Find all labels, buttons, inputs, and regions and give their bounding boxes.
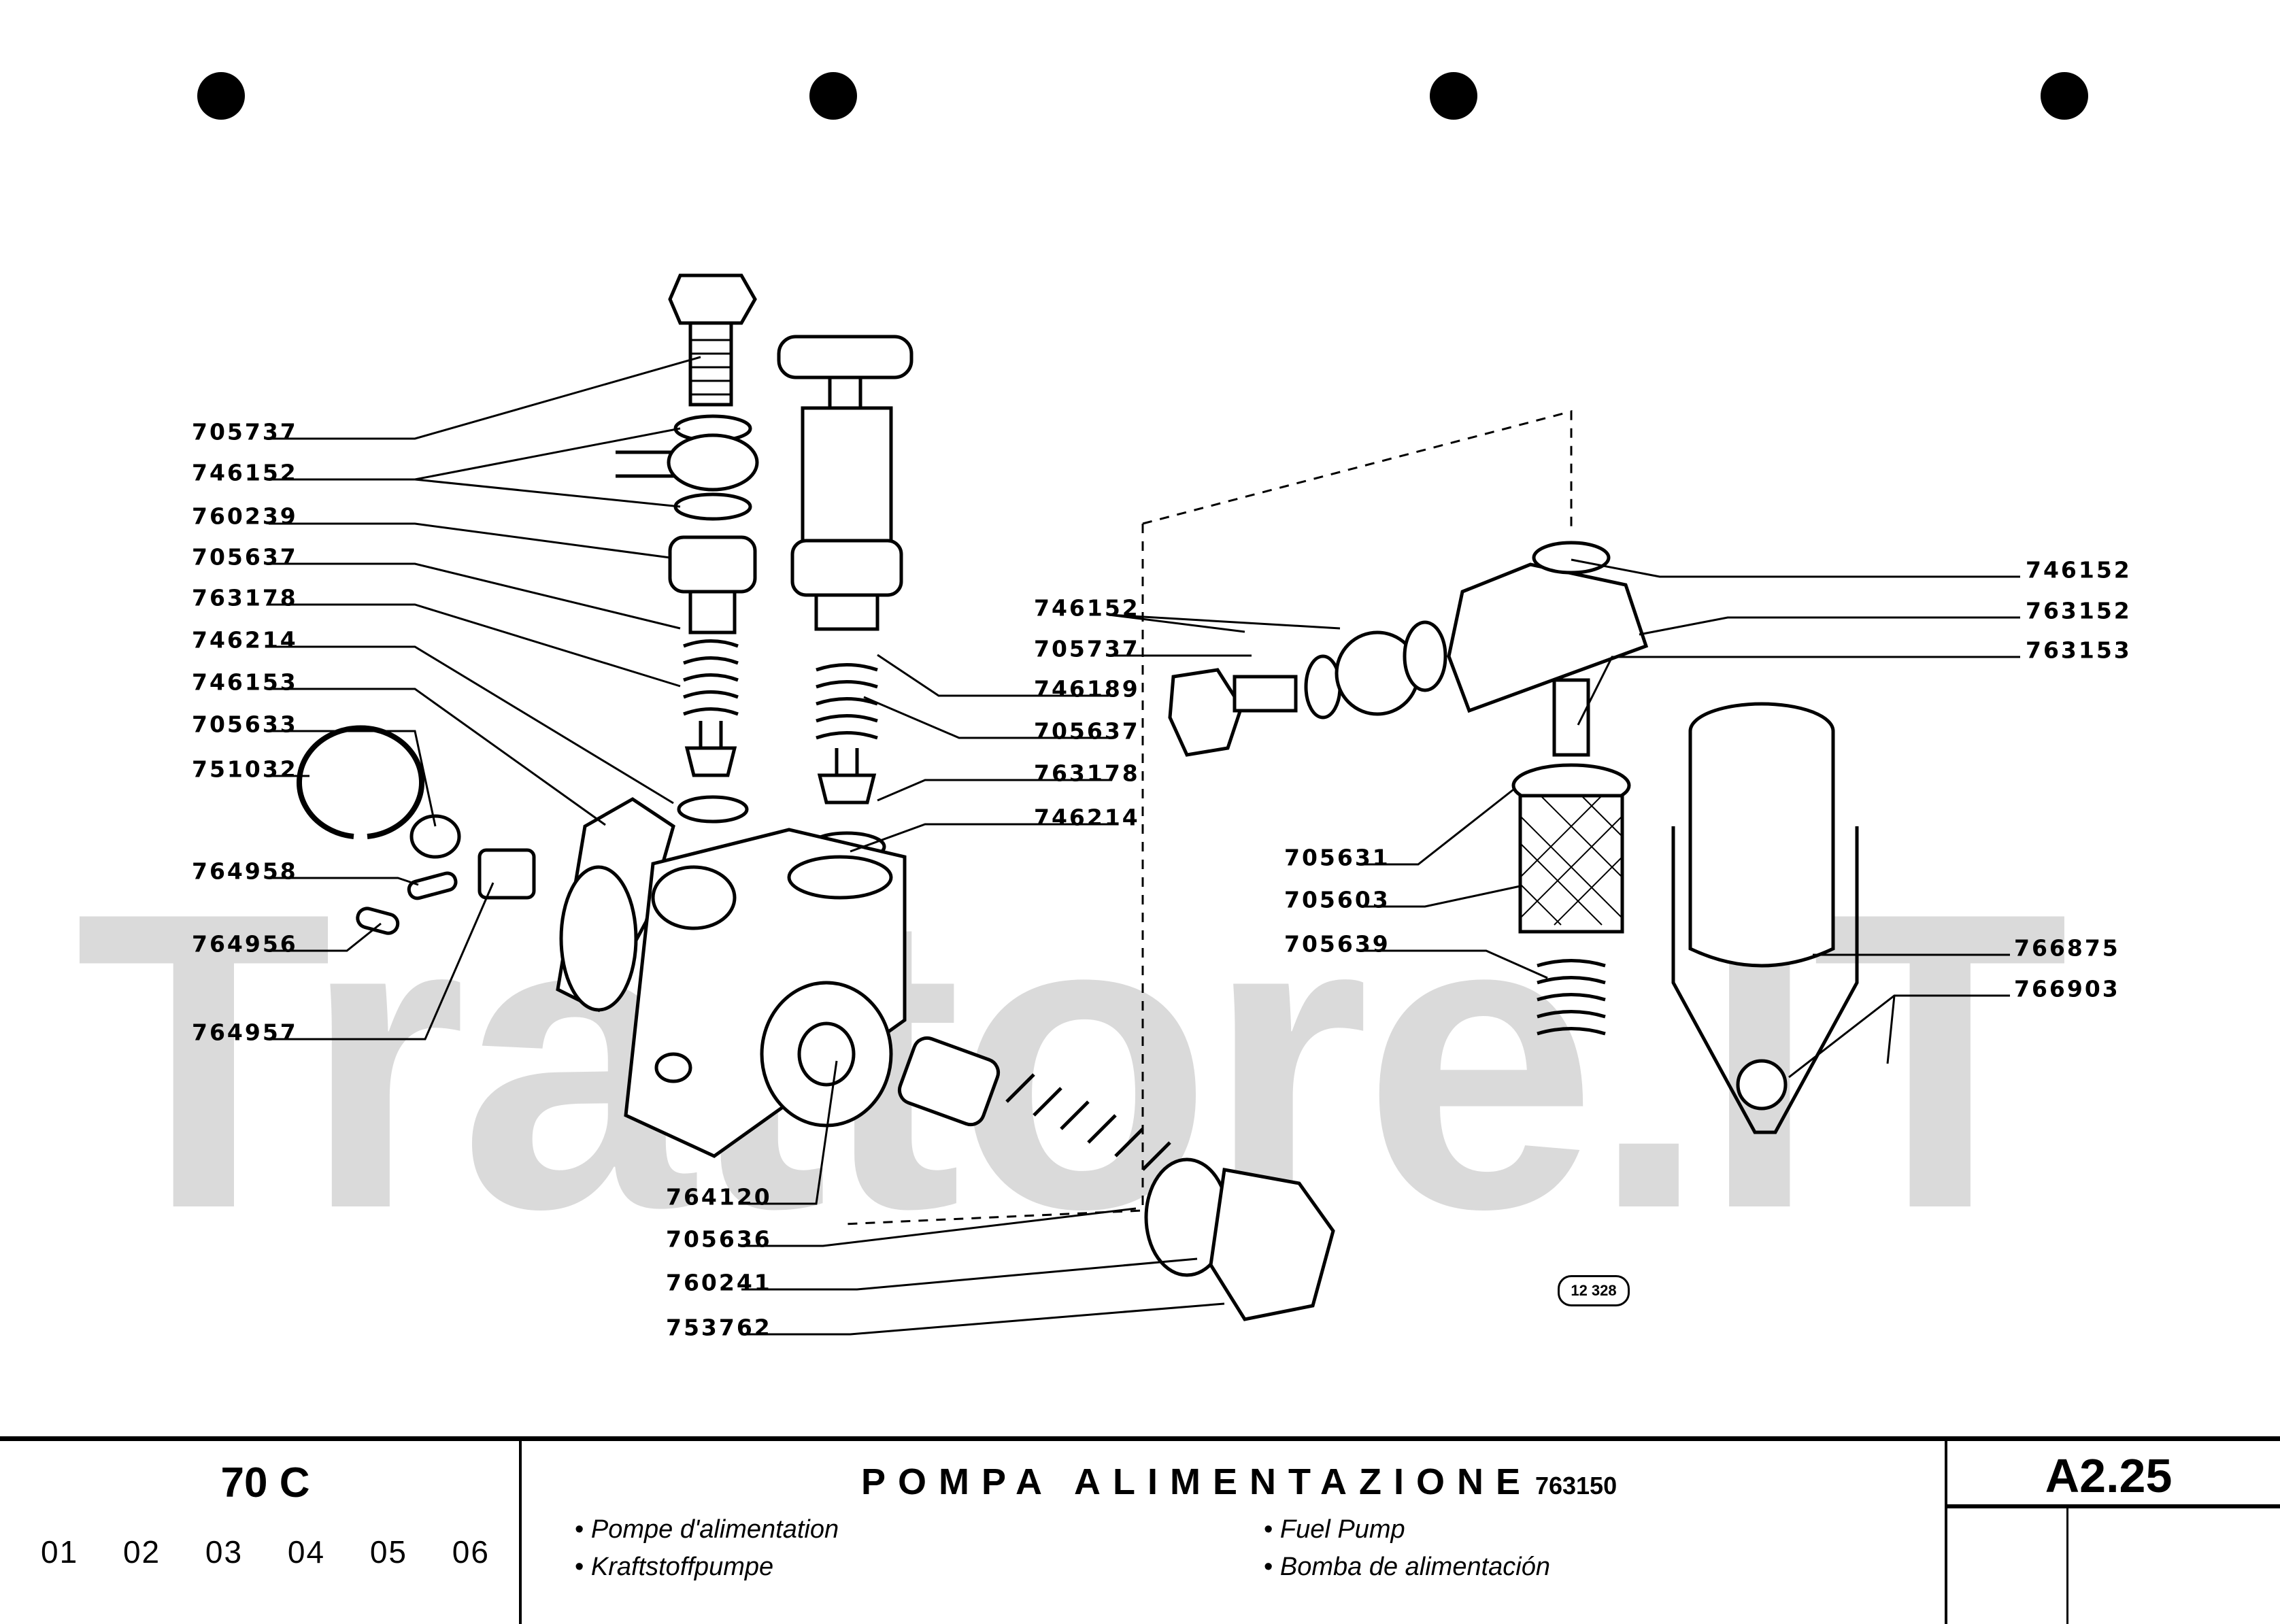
part-number-label: 764956	[192, 930, 298, 958]
assembly-code: 763150	[1535, 1472, 1617, 1500]
part-number-label: 746189	[1034, 675, 1140, 703]
exploded-view-diagram	[269, 273, 2020, 1336]
part-number-label: 764958	[192, 858, 298, 885]
part-number-label: 705636	[666, 1225, 772, 1253]
part-number-label: 760239	[192, 503, 298, 530]
part-number-label: 763178	[1034, 760, 1140, 787]
banjo-bolt	[668, 273, 757, 407]
part-number-label: 705603	[1284, 886, 1390, 913]
variant: 06	[452, 1534, 490, 1570]
divider	[2066, 1508, 2068, 1624]
part-number-label: 705737	[1034, 635, 1140, 662]
title-text: POMPA ALIMENTAZIONE	[861, 1461, 1532, 1502]
variant: 05	[369, 1534, 407, 1570]
binder-hole	[809, 72, 857, 120]
drawing-number-stamp: 12 328	[1558, 1275, 1630, 1306]
variant: 02	[122, 1534, 161, 1570]
variant: 01	[41, 1534, 79, 1570]
part-number-label: 766903	[2014, 975, 2120, 1002]
translation-es: Bomba de alimentación	[1264, 1553, 1550, 1582]
sediment-bowl	[1671, 702, 1859, 1134]
part-number-label: 705637	[1034, 717, 1140, 745]
divider	[519, 1439, 522, 1624]
translation-en: Fuel Pump	[1264, 1515, 1405, 1544]
part-number-label: 746214	[192, 626, 298, 654]
part-number-label: 746152	[2026, 556, 2132, 583]
part-number-label: 746153	[192, 669, 298, 696]
divider	[1945, 1439, 1947, 1624]
variant: 04	[287, 1534, 326, 1570]
binder-hole	[1430, 72, 1477, 120]
part-number-label: 746152	[1034, 594, 1140, 622]
translation-fr: Pompe d'alimentation	[575, 1515, 839, 1544]
part-number-label: 705637	[192, 543, 298, 571]
model-variants: 01 02 03 04 05 06	[41, 1534, 490, 1570]
pump-body	[556, 797, 907, 1158]
part-number-label: 705737	[192, 418, 298, 445]
part-number-label: 746152	[192, 459, 298, 486]
page-reference: A2.25	[2045, 1449, 2173, 1502]
binder-hole	[2041, 72, 2088, 120]
part-number-label: 705631	[1284, 844, 1390, 871]
part-number-label: 753762	[666, 1314, 772, 1341]
part-number-label: 764120	[666, 1183, 772, 1211]
part-number-label: 763178	[192, 584, 298, 611]
leader-lines	[269, 356, 2020, 1336]
part-number-label: 766875	[2014, 934, 2120, 962]
tractor-model: 70 C	[220, 1459, 310, 1506]
part-number-label: 751032	[192, 756, 298, 783]
divider	[1946, 1504, 2280, 1508]
part-number-label: 760241	[666, 1269, 772, 1296]
part-number-label: 705639	[1284, 930, 1390, 958]
part-number-label: 764957	[192, 1019, 298, 1046]
part-number-label: 763152	[2026, 597, 2132, 624]
hand-primer	[777, 335, 913, 862]
part-number-label: 746214	[1034, 804, 1140, 831]
part-number-label: 763153	[2026, 637, 2132, 664]
translation-de: Kraftstoffpumpe	[575, 1553, 773, 1582]
part-number-label: 705633	[192, 711, 298, 738]
variant: 03	[205, 1534, 244, 1570]
binder-hole	[197, 72, 245, 120]
divider	[0, 1436, 2280, 1441]
